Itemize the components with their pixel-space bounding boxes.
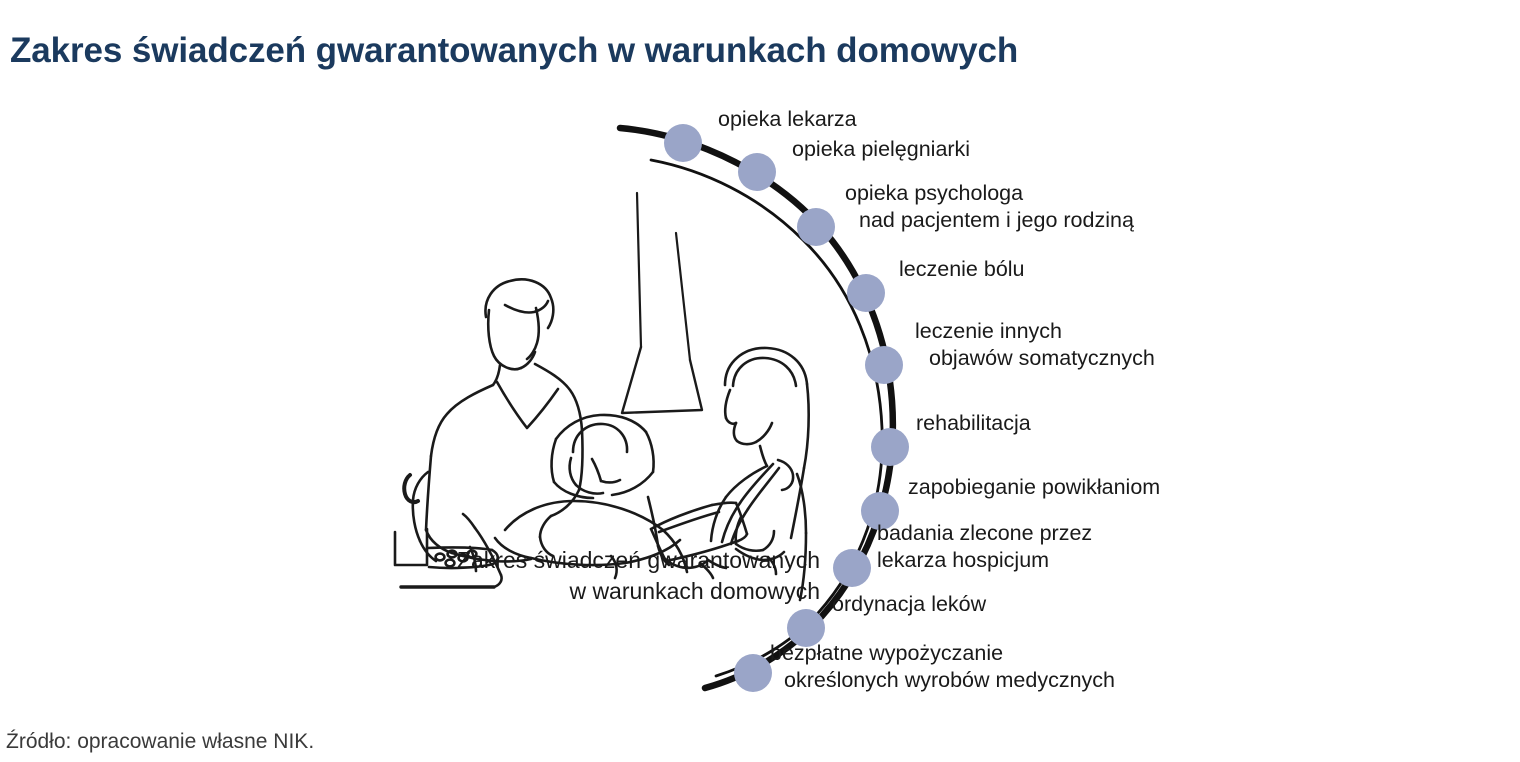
node-label-zapobieganie-powiklaniom: zapobieganie powikłaniom	[908, 474, 1160, 501]
node-label-line: opieka lekarza	[718, 107, 857, 131]
center-caption-line: Zakres świadczeń gwarantowanych	[456, 547, 820, 573]
node-label-line: opieka pielęgniarki	[792, 137, 971, 161]
home-care-illustration	[393, 191, 810, 602]
node-label-line: leczenie bólu	[899, 257, 1025, 281]
node-dot	[847, 274, 885, 312]
source-note: Źródło: opracowanie własne NIK.	[6, 730, 315, 753]
node-label-bezplatne-wypozyczanie: bezpłatne wypożyczanie określonych wyrob…	[770, 640, 1115, 693]
node-dot	[865, 346, 903, 384]
node-label-ordynacja-lekow: ordynacja leków	[832, 591, 986, 618]
node-label-opieka-lekarza: opieka lekarza	[718, 106, 857, 133]
node-dot	[861, 492, 899, 530]
page-title: Zakres świadczeń gwarantowanych w warunk…	[10, 31, 1019, 71]
node-dot	[797, 208, 835, 246]
node-label-leczenie-bolu: leczenie bólu	[899, 256, 1025, 283]
arc-connector-graphic	[616, 124, 909, 692]
node-dot	[787, 609, 825, 647]
seated-woman-reading	[649, 346, 810, 602]
center-caption-line: w warunkach domowych	[569, 578, 820, 604]
node-label-line: objawów somatycznych	[929, 345, 1155, 370]
node-label-badania-zlecone: badania zlecone przez lekarza hospicjum	[877, 520, 1092, 573]
node-label-line: opieka psychologa	[845, 181, 1024, 205]
infographic-stage: opieka lekarza opieka pielęgniarki opiek…	[0, 60, 1520, 720]
node-dot	[734, 654, 772, 692]
node-label-leczenie-innych-objawow: leczenie innych objawów somatycznych	[915, 318, 1155, 371]
node-label-rehabilitacja: rehabilitacja	[916, 410, 1031, 437]
center-caption: Zakres świadczeń gwarantowanych w warunk…	[400, 545, 820, 607]
node-dot	[833, 549, 871, 587]
node-label-line: lekarza hospicjum	[877, 547, 1050, 572]
pills-icon	[434, 549, 478, 568]
node-dot	[664, 124, 702, 162]
bedside-table	[393, 512, 503, 589]
node-label-line: określonych wyrobów medycznych	[784, 667, 1115, 692]
node-label-line: nad pacjentem i jego rodziną	[859, 207, 1134, 232]
node-label-line: zapobieganie powikłaniom	[908, 475, 1161, 499]
node-label-line: bezpłatne wypożyczanie	[770, 641, 1004, 665]
node-dot	[871, 428, 909, 466]
hanging-lamp-icon	[620, 191, 704, 415]
node-label-opieka-psychologa: opieka psychologa nad pacjentem i jego r…	[845, 180, 1134, 233]
node-label-line: leczenie innych	[915, 319, 1063, 343]
standing-caregiver-figure	[402, 278, 584, 563]
node-label-line: badania zlecone przez	[877, 521, 1093, 545]
node-dot	[738, 153, 776, 191]
node-label-line: rehabilitacja	[916, 411, 1031, 435]
node-label-opieka-pielegniarki: opieka pielęgniarki	[792, 136, 970, 163]
node-dot-group	[664, 124, 909, 692]
node-label-line: ordynacja leków	[832, 592, 987, 616]
